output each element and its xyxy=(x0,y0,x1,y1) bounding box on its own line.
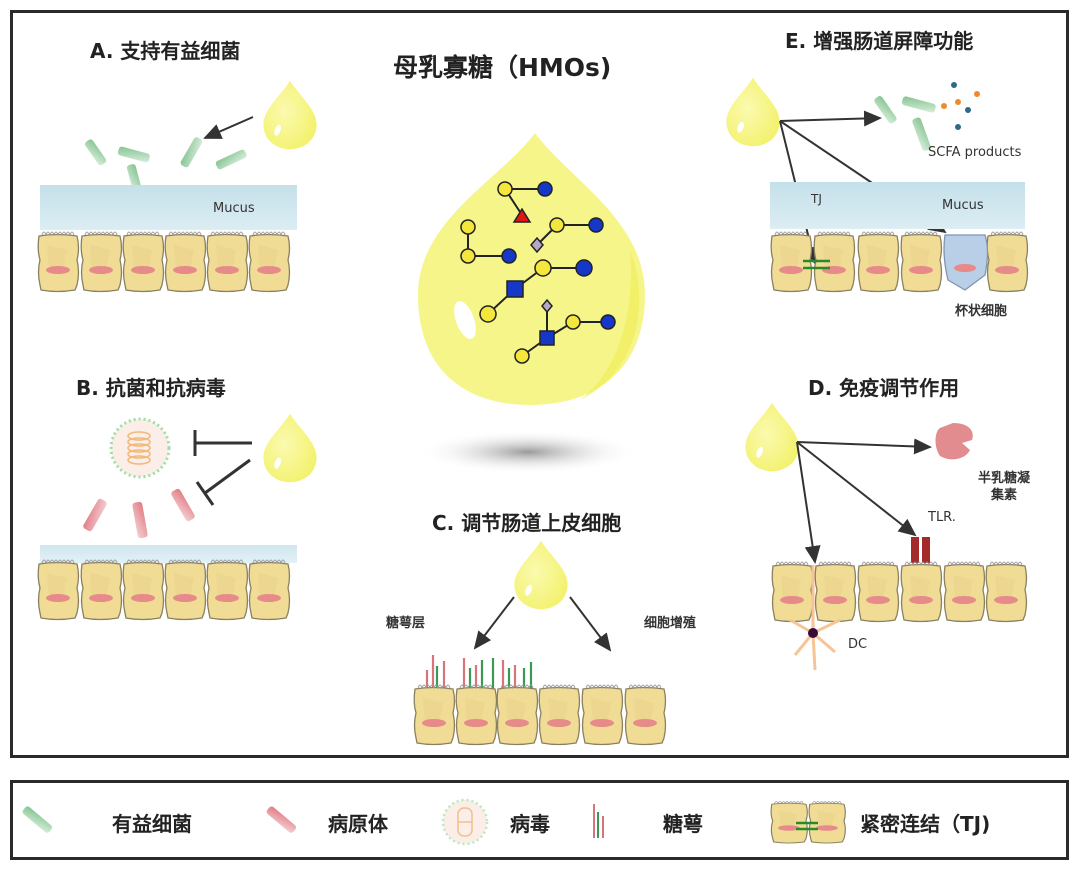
glycocalyx-label: 糖萼层 xyxy=(386,616,426,631)
glycocalyx-icon xyxy=(593,804,604,838)
cell-proliferation-label: 细胞增殖 xyxy=(644,616,697,631)
mucus-label: Mucus xyxy=(942,198,984,213)
legend-virus: 病毒 xyxy=(510,812,550,836)
pathogen-icon xyxy=(266,806,297,833)
scfa-molecules-icon xyxy=(941,82,980,130)
virus-icon xyxy=(441,798,489,846)
hmo-drop-icon xyxy=(726,77,780,147)
hmo-drop-icon xyxy=(263,413,317,483)
beneficial-bacteria-icon xyxy=(22,806,53,833)
tlr-receptor-icon xyxy=(911,537,930,563)
tight-junction-icon xyxy=(770,800,846,844)
epithelial-cells xyxy=(413,684,667,746)
legend-glycocalyx: 糖萼 xyxy=(663,812,703,836)
legend-icons xyxy=(22,798,846,846)
epithelial-cells xyxy=(37,231,291,293)
legend-frame xyxy=(10,780,1069,860)
mucus-layer xyxy=(770,182,1025,229)
goblet-cell-icon xyxy=(943,234,989,291)
panel-b xyxy=(37,413,317,621)
mucus-label: Mucus xyxy=(213,201,255,216)
hmo-drop-icon xyxy=(514,540,568,610)
dc-label: DC xyxy=(848,637,868,652)
main-diagram-frame xyxy=(10,10,1069,758)
galectin-label: 半乳糖凝 集素 xyxy=(978,470,1030,504)
legend-tight-junction: 紧密连结（TJ) xyxy=(860,812,991,836)
panel-d-title: D. 免疫调节作用 xyxy=(808,376,960,400)
legend-pathogen: 病原体 xyxy=(328,812,388,836)
hmo-central-drop xyxy=(418,133,645,474)
panel-c xyxy=(413,540,667,746)
pathogen-icon xyxy=(83,488,195,539)
scfa-label: SCFA products xyxy=(928,145,1022,160)
beneficial-bacteria-icon xyxy=(874,96,936,151)
panel-c-title: C. 调节肠道上皮细胞 xyxy=(432,511,622,535)
drop-shadow xyxy=(418,430,638,474)
panel-a-title: A. 支持有益细菌 xyxy=(90,39,241,63)
tlr-label: TLR. xyxy=(928,510,956,525)
dendritic-cell-icon xyxy=(789,565,841,671)
galectin-label-line1: 半乳糖凝 xyxy=(978,471,1031,486)
mucus-layer xyxy=(40,185,297,230)
galectin-label-line2: 集素 xyxy=(991,488,1018,503)
main-title: 母乳寡糖（HMOs) xyxy=(393,53,612,82)
hmo-drop-icon xyxy=(263,80,317,150)
panel-a xyxy=(37,80,317,293)
epithelial-cells xyxy=(37,559,291,621)
hmo-drop-icon xyxy=(745,402,799,472)
tight-junction-icon xyxy=(803,259,830,270)
panel-d xyxy=(745,402,1028,671)
goblet-cell-label: 杯状细胞 xyxy=(955,304,1008,319)
tj-label: TJ xyxy=(811,192,822,206)
galectin-icon xyxy=(935,423,973,460)
epithelial-cells xyxy=(771,561,1028,623)
virus-icon xyxy=(109,417,171,479)
panel-e xyxy=(726,77,1029,293)
panel-b-title: B. 抗菌和抗病毒 xyxy=(76,376,226,400)
legend-beneficial-bacteria: 有益细菌 xyxy=(112,812,192,836)
panel-e-title: E. 增强肠道屏障功能 xyxy=(785,29,974,53)
